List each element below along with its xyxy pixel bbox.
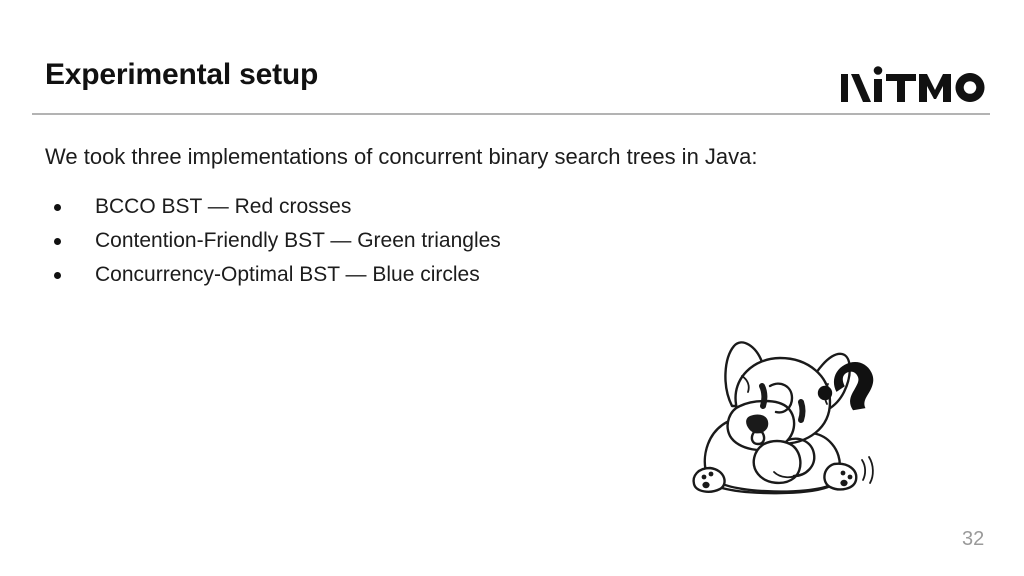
itmo-logo bbox=[841, 66, 987, 102]
bullet-dot-icon bbox=[54, 272, 61, 279]
bullet-dot-icon bbox=[54, 238, 61, 245]
list-item: BCCO BST — Red crosses bbox=[45, 190, 501, 224]
list-item: Contention-Friendly BST — Green triangle… bbox=[45, 224, 501, 258]
corgi-dog-icon bbox=[688, 332, 892, 504]
list-item: Concurrency-Optimal BST — Blue circles bbox=[45, 258, 501, 292]
list-item-label: Contention-Friendly BST — Green triangle… bbox=[95, 229, 501, 252]
implementation-list: BCCO BST — Red crosses Contention-Friend… bbox=[45, 190, 501, 292]
header-divider bbox=[32, 113, 990, 115]
page-number: 32 bbox=[962, 528, 985, 550]
intro-paragraph: We took three implementations of concurr… bbox=[45, 144, 758, 169]
list-item-label: BCCO BST — Red crosses bbox=[95, 195, 352, 218]
bullet-dot-icon bbox=[54, 204, 61, 211]
page-title: Experimental setup bbox=[45, 58, 319, 91]
list-item-label: Concurrency-Optimal BST — Blue circles bbox=[95, 263, 480, 286]
